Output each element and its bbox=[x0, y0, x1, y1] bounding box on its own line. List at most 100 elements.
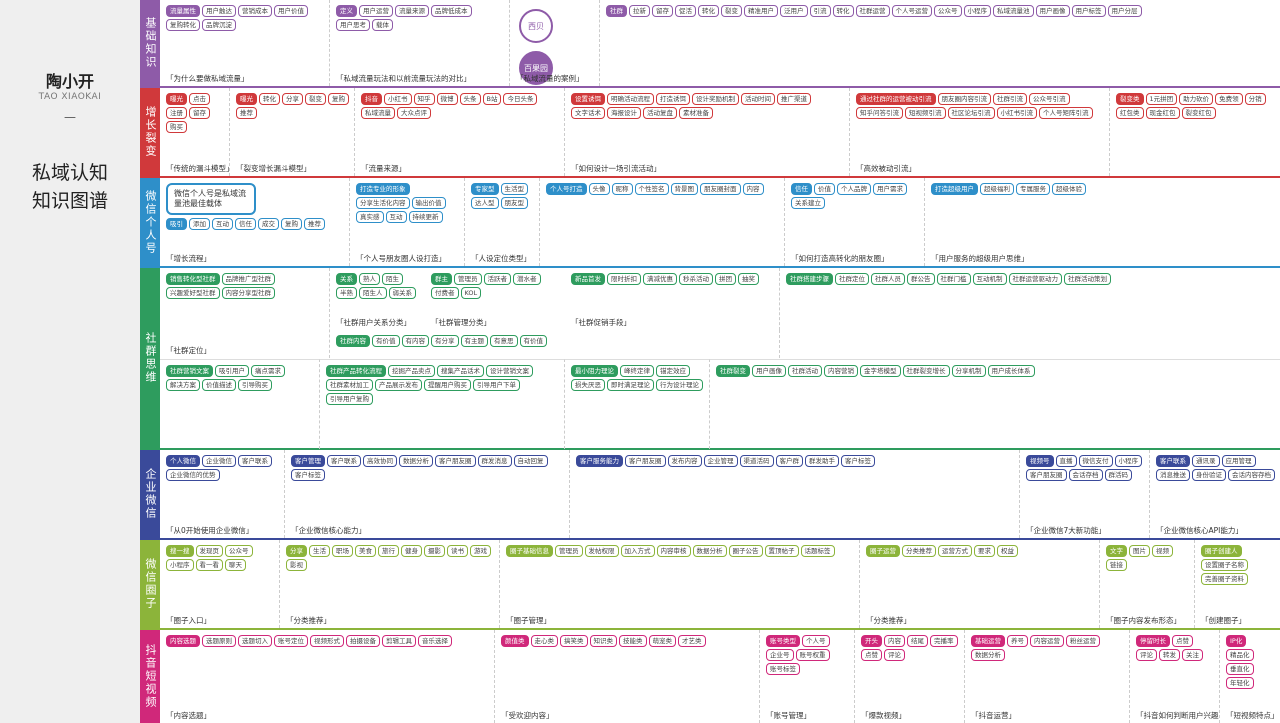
node-box: 推荐 bbox=[236, 107, 257, 119]
diagram-panel: 专家型生活型达人型朋友型「人设定位类型」 bbox=[465, 178, 540, 266]
node-box: 裂变类 bbox=[1116, 93, 1144, 105]
node-box: 昵称 bbox=[611, 183, 633, 195]
node-box: 转化 bbox=[832, 5, 854, 17]
node-box: 社群人员 bbox=[871, 273, 905, 285]
panel-caption: 「爆款视频」 bbox=[861, 711, 906, 720]
node-box: 应用管理 bbox=[1221, 455, 1256, 467]
node-box: 评论 bbox=[1136, 649, 1157, 661]
diagram-panel: 个人号打造头像昵称个性签名背景图朋友圈封面内容 bbox=[540, 178, 785, 266]
node-box: 企业号 bbox=[766, 649, 794, 661]
node-box: 企业微信 bbox=[202, 455, 236, 467]
node-box: 个性签名 bbox=[634, 183, 669, 195]
node-box: 链接 bbox=[1106, 559, 1127, 571]
node-box: 开头 bbox=[861, 635, 882, 647]
node-box: 高效协同 bbox=[363, 455, 397, 467]
diagram-panel: 通过社群的运营被动引流朋友圈内容引流社群引流公众号引流知乎问答引流短视频引流社区… bbox=[850, 88, 1110, 176]
node-box: 圈子基础信息 bbox=[506, 545, 553, 557]
node-list: 信任价值个人品牌用户需求关系建立 bbox=[791, 183, 919, 209]
node-box: 渠道活码 bbox=[739, 455, 774, 467]
node-box: 关系 bbox=[336, 273, 357, 285]
node-box: 留存 bbox=[652, 5, 673, 17]
node-box: 销售转化型社群 bbox=[166, 273, 220, 285]
node-box: 挖掘产品卖点 bbox=[388, 365, 435, 377]
node-box: KOL bbox=[460, 287, 482, 299]
node-box: 朋友型 bbox=[500, 197, 528, 209]
node-box: 添加 bbox=[189, 218, 210, 230]
node-box: 搜一搜 bbox=[166, 545, 194, 557]
diagram-panel: 基础运营养号内容运营粉丝运营数据分析「抖音运营」 bbox=[965, 630, 1130, 723]
node-box: 有价值 bbox=[372, 335, 400, 347]
panel-caption: 「抖音运营」 bbox=[971, 711, 1016, 720]
diagram-panel: 信任价值个人品牌用户需求关系建立「如何打造高转化的朋友圈」 bbox=[785, 178, 925, 266]
node-list: 关系熟人陌生半熟陌生人弱关系 bbox=[336, 273, 420, 299]
node-box: 互动机制 bbox=[972, 273, 1007, 285]
node-box: 搜集产品话术 bbox=[437, 365, 484, 377]
node-box: 选题切入 bbox=[238, 635, 272, 647]
panel-caption: 「人设定位类型」 bbox=[471, 254, 531, 263]
main-title-line2: 知识图谱 bbox=[31, 190, 108, 212]
node-box: 有价值 bbox=[519, 335, 547, 347]
node-box: 公众号引流 bbox=[1029, 93, 1070, 105]
section-label: 企业微信 bbox=[140, 450, 160, 538]
node-box: 关注 bbox=[1182, 649, 1203, 661]
node-box: 引导购买 bbox=[238, 379, 272, 391]
diagram-panel: 客户服务能力客户朋友圈发布内容企业管理渠道活码客户群群发助手客户标签 bbox=[570, 450, 1020, 538]
node-box: 免费领 bbox=[1215, 93, 1243, 105]
node-box: 基础运营 bbox=[971, 635, 1005, 647]
node-box: 群发消息 bbox=[477, 455, 512, 467]
node-box: 社群引流 bbox=[993, 93, 1027, 105]
node-box: 抽奖 bbox=[738, 273, 759, 285]
panel-caption: 「个人号朋友圈人设打造」 bbox=[356, 254, 446, 263]
node-box: 社群裂变增长 bbox=[902, 365, 950, 377]
node-box: 复购 bbox=[281, 218, 302, 230]
node-list: 专家型生活型达人型朋友型 bbox=[471, 183, 534, 209]
diagram-panel: 新品首发限时折扣满减优惠秒杀活动拼团抽奖「社群促销手段」 bbox=[565, 268, 780, 330]
node-box: 注册 bbox=[166, 107, 187, 119]
node-box: 用户标签 bbox=[1071, 5, 1106, 17]
node-box: 会话内容存档 bbox=[1228, 469, 1275, 481]
node-list: 客户服务能力客户朋友圈发布内容企业管理渠道活码客户群群发助手客户标签 bbox=[576, 455, 1014, 467]
node-box: 内容 bbox=[742, 183, 764, 195]
node-box: 有主题 bbox=[460, 335, 488, 347]
node-box: 社群 bbox=[606, 5, 627, 17]
node-box: 分享 bbox=[282, 93, 303, 105]
node-box: 短视频引流 bbox=[905, 107, 946, 119]
node-box: 选题原则 bbox=[202, 635, 236, 647]
panel-caption: 「企业微信核心能力」 bbox=[291, 526, 366, 535]
diagram-panel: 设置诱饵明确活动流程打造诱饵设计奖励机制活动时间推广渠道文字话术海报设计活动复盘… bbox=[565, 88, 850, 176]
node-box: 用户画像 bbox=[1035, 5, 1070, 17]
node-box: 朋友圈封面 bbox=[700, 183, 741, 195]
node-box: 用户分层 bbox=[1107, 5, 1142, 17]
node-box: 点赞 bbox=[861, 649, 882, 661]
node-box: 群发助手 bbox=[805, 455, 839, 467]
section-wechat-circle: 微信圈子 搜一搜发现页公众号小程序看一看聊天「圈子入口」 分享生活职场美食旅行健… bbox=[140, 540, 1280, 630]
node-box: 价值描述 bbox=[202, 379, 236, 391]
section-label: 社群思维 bbox=[140, 268, 160, 448]
node-box: 内容营销 bbox=[824, 365, 858, 377]
node-box: 设置圈子名称 bbox=[1201, 559, 1248, 571]
node-box: 转发 bbox=[1159, 649, 1180, 661]
node-box: 社区论坛引流 bbox=[947, 107, 995, 119]
panel-caption: 「用户服务的超级用户思维」 bbox=[931, 254, 1029, 263]
node-box: 裂变 bbox=[305, 93, 326, 105]
node-box: 有分享 bbox=[431, 335, 459, 347]
node-box: 设置诱饵 bbox=[571, 93, 605, 105]
node-box: 圈子创建人 bbox=[1201, 545, 1242, 557]
node-box: 精准用户 bbox=[744, 5, 778, 17]
node-box: 达人型 bbox=[471, 197, 499, 209]
panel-caption: 「分类推荐」 bbox=[866, 616, 911, 625]
node-box: 客户群 bbox=[775, 455, 803, 467]
node-list: 定义用户运营流量来源品牌低成本用户思考载体 bbox=[336, 5, 504, 31]
diagram-panel: 搜一搜发现页公众号小程序看一看聊天「圈子入口」 bbox=[160, 540, 280, 628]
diagram-panel: IP化精品化垂直化年轻化「短视频特点」 bbox=[1220, 630, 1280, 723]
panel-caption: 「社群用户关系分类」 bbox=[336, 318, 411, 327]
node-box: 提醒用户购买 bbox=[424, 379, 471, 391]
node-list: 曝光点击注册留存购买 bbox=[166, 93, 224, 133]
node-box: 推荐 bbox=[304, 218, 325, 230]
main-title-line1: 私域认知 bbox=[31, 162, 108, 184]
node-box: 吸引用户 bbox=[215, 365, 249, 377]
node-box: 群活码 bbox=[1104, 469, 1132, 481]
node-box: 分类推荐 bbox=[902, 545, 936, 557]
node-box: 视频 bbox=[1152, 545, 1173, 557]
node-box: 发帖权限 bbox=[584, 545, 619, 557]
